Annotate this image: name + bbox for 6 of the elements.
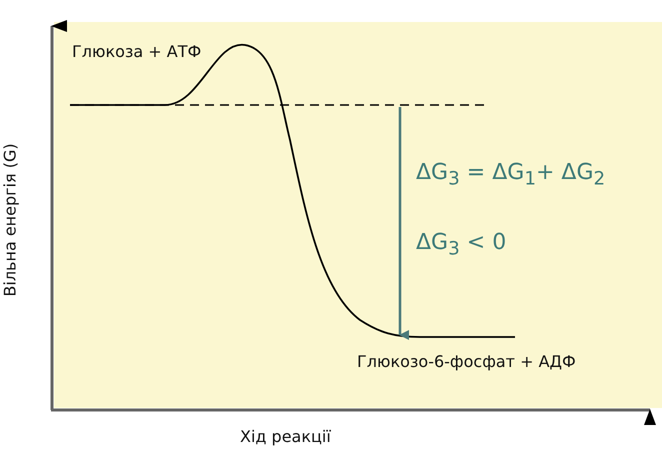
axis-label: Хід реакції	[240, 427, 331, 447]
equation-label: ΔG$_{3}$ < 0	[416, 230, 506, 262]
axis-label: Вільна енергія (G)	[0, 143, 21, 297]
reactant-label: Глюкоза + АТФ	[72, 42, 202, 62]
equation-label: ΔG$_{3}$ = ΔG$_{1}$+ ΔG$_{2}$	[416, 160, 606, 192]
product-label: Глюкозо-6-фосфат + АДФ	[357, 352, 577, 372]
